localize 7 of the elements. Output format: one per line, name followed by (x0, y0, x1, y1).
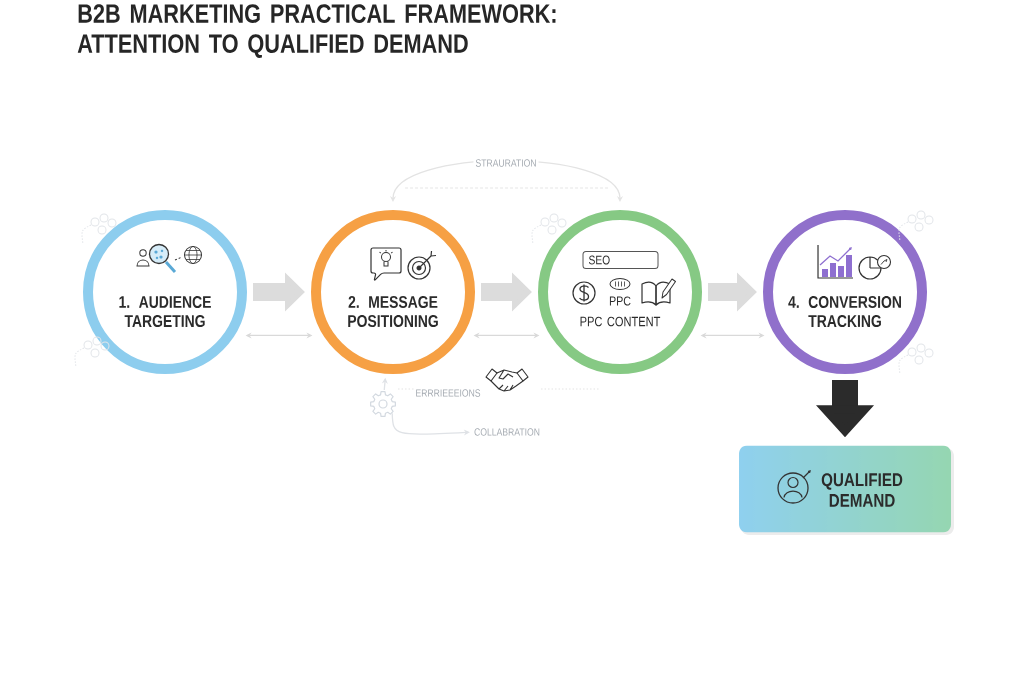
search-bar: SEO (582, 251, 659, 269)
title: B2B MARKETING PRACTICAL FRAMEWORK: ATTENTION TO QUALIFIED DEMAND (77, 4, 556, 58)
label-text: COLLABRATION (474, 428, 540, 436)
gear-icon (370, 391, 396, 417)
result-box: QUALIFIED DEMAND (739, 445, 954, 535)
edge-label: STRAURATION (473, 157, 539, 169)
note-text: ERRRIEEEIONS (416, 389, 481, 397)
